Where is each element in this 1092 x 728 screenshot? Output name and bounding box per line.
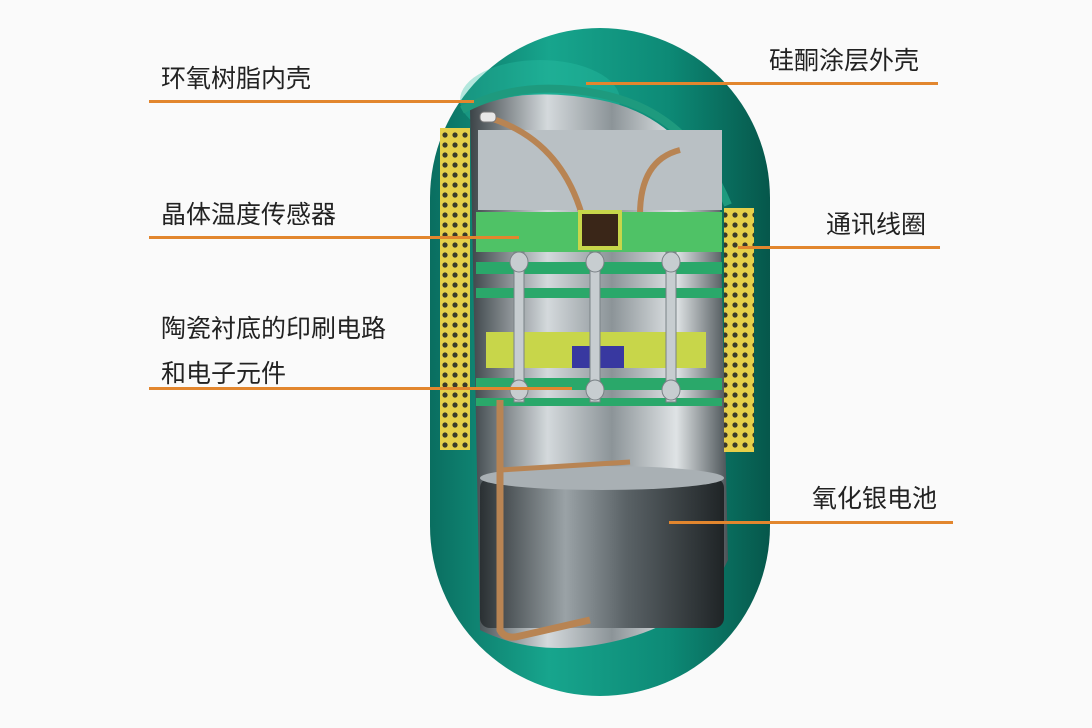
- crystal-sensor-chip: [578, 210, 622, 250]
- upper-housing: [478, 130, 722, 210]
- wire-end-cap: [479, 111, 497, 123]
- coil-right: [724, 208, 754, 452]
- support-posts: [509, 251, 681, 403]
- label-pcb: 陶瓷衬底的印刷电路 和电子元件: [161, 313, 386, 390]
- wire-down: [496, 400, 591, 641]
- leader-epoxy-shell: [149, 100, 474, 103]
- coil-left: [440, 128, 470, 450]
- label-battery: 氧化银电池: [812, 484, 938, 513]
- leader-pcb: [149, 387, 572, 390]
- leader-battery: [669, 521, 953, 524]
- wire-cross: [499, 459, 631, 473]
- battery-top: [480, 466, 724, 490]
- label-silicone-shell: 硅酮涂层外壳: [769, 46, 920, 75]
- leader-coil: [738, 246, 940, 249]
- leader-silicone-shell: [586, 82, 938, 85]
- silver-oxide-battery: [480, 478, 724, 628]
- label-epoxy-shell: 环氧树脂内壳: [161, 64, 312, 93]
- leader-crystal-sensor: [149, 236, 519, 239]
- label-pcb-line2: 和电子元件: [161, 359, 287, 389]
- label-coil: 通讯线圈: [826, 210, 927, 239]
- label-pcb-line1: 陶瓷衬底的印刷电路: [161, 314, 387, 343]
- wire-top-left: [489, 115, 585, 216]
- wire-top-right: [637, 147, 681, 216]
- label-crystal-sensor: 晶体温度传感器: [161, 200, 337, 229]
